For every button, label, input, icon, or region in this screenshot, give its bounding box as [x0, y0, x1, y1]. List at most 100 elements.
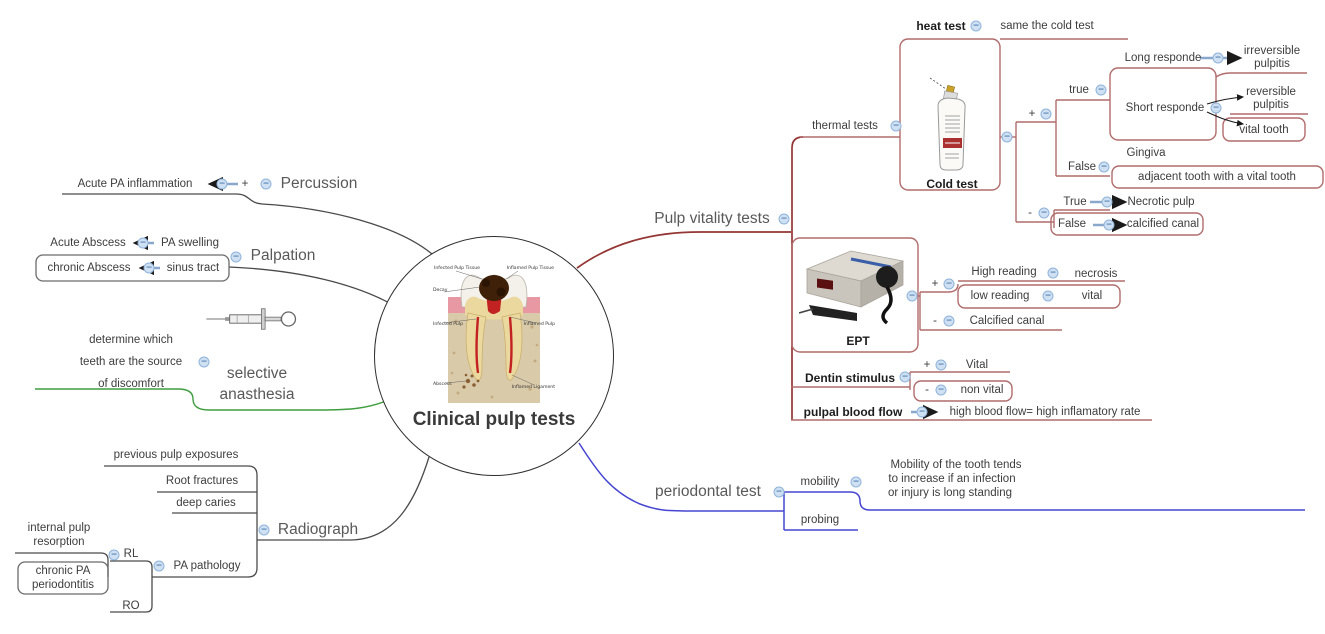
- node-vital[interactable]: vital: [1081, 290, 1103, 302]
- node-heat-test[interactable]: heat test: [916, 19, 966, 33]
- node-dentin-plus[interactable]: +: [923, 359, 931, 371]
- node-cold-plus[interactable]: +: [1028, 108, 1036, 120]
- node-mobility[interactable]: mobility: [800, 476, 840, 488]
- node-neg-true[interactable]: True: [1063, 196, 1087, 208]
- collapse-minus-icon[interactable]: −: [899, 371, 911, 383]
- node-long-responde[interactable]: Long responde: [1124, 52, 1202, 64]
- collapse-minus-icon[interactable]: −: [970, 20, 982, 32]
- collapse-minus-icon[interactable]: −: [230, 251, 242, 263]
- topic-percussion[interactable]: Percussion: [280, 175, 358, 192]
- collapse-minus-icon[interactable]: −: [260, 178, 272, 190]
- node-ept-plus[interactable]: +: [931, 278, 939, 290]
- node-pa-pathology[interactable]: PA pathology: [173, 560, 241, 572]
- topic-selective-anasthesia-line1[interactable]: selective: [226, 365, 288, 382]
- node-low-reading[interactable]: low reading: [970, 290, 1030, 302]
- node-internal-pulp-resorption-line1[interactable]: internal pulp: [27, 522, 91, 534]
- collapse-minus-icon[interactable]: −: [143, 262, 155, 274]
- collapse-minus-icon[interactable]: −: [935, 359, 947, 371]
- topic-pulp-vitality-tests[interactable]: Pulp vitality tests: [654, 210, 770, 227]
- node-adjacent-tooth[interactable]: adjacent tooth with a vital tooth: [1138, 171, 1296, 183]
- collapse-minus-icon[interactable]: −: [773, 486, 785, 498]
- node-neg-false[interactable]: False: [1057, 218, 1087, 230]
- collapse-minus-icon[interactable]: −: [935, 384, 947, 396]
- node-anasthesia-note-line1[interactable]: determine which: [89, 334, 173, 346]
- node-irreversible-pulpitis-line2[interactable]: pulpitis: [1254, 58, 1290, 70]
- collapse-minus-icon[interactable]: −: [943, 315, 955, 327]
- node-cold-false[interactable]: False: [1067, 161, 1097, 173]
- node-dentin-vital[interactable]: Vital: [965, 359, 989, 371]
- node-calcified-canal[interactable]: calcified canal: [1126, 218, 1200, 230]
- topic-periodontal-test[interactable]: periodontal test: [655, 483, 761, 500]
- low-reading-node-box[interactable]: [957, 284, 1121, 309]
- node-necrotic-pulp[interactable]: Necrotic pulp: [1127, 196, 1195, 208]
- node-high-reading[interactable]: High reading: [971, 266, 1037, 278]
- node-deep-caries[interactable]: deep caries: [176, 497, 236, 509]
- adjacent-tooth-node-box[interactable]: [1111, 165, 1324, 189]
- nonvital-node-box[interactable]: [913, 380, 1013, 402]
- collapse-minus-icon[interactable]: −: [198, 356, 210, 368]
- collapse-minus-icon[interactable]: −: [153, 560, 165, 572]
- cold-test-node-box[interactable]: [899, 38, 1001, 191]
- collapse-minus-icon[interactable]: −: [1042, 290, 1054, 302]
- collapse-minus-icon[interactable]: −: [890, 120, 902, 132]
- node-chronic-pa-periodontitis-line2[interactable]: periodontitis: [31, 579, 95, 591]
- node-root-fractures[interactable]: Root fractures: [165, 475, 239, 487]
- node-short-responde[interactable]: Short responde: [1125, 102, 1205, 114]
- node-internal-pulp-resorption-line2[interactable]: resorption: [33, 536, 85, 548]
- collapse-minus-icon[interactable]: −: [1103, 219, 1115, 231]
- vital-tooth-node-box[interactable]: [1222, 117, 1306, 142]
- node-pa-swelling[interactable]: PA swelling: [161, 237, 219, 249]
- collapse-minus-icon[interactable]: −: [1047, 267, 1059, 279]
- false-calcified-node-box[interactable]: [1050, 212, 1204, 236]
- collapse-minus-icon[interactable]: −: [850, 476, 862, 488]
- collapse-minus-icon[interactable]: −: [1210, 102, 1222, 114]
- node-cold-true[interactable]: true: [1069, 84, 1089, 96]
- node-reversible-pulpitis-line1[interactable]: reversible: [1246, 86, 1296, 98]
- node-mobility-note-line2[interactable]: to increase if an infection: [888, 473, 1016, 485]
- collapse-minus-icon[interactable]: −: [1101, 196, 1113, 208]
- node-anasthesia-note-line3[interactable]: of discomfort: [98, 378, 164, 390]
- node-rl[interactable]: RL: [123, 548, 139, 560]
- node-dentin-minus[interactable]: -: [925, 384, 929, 396]
- node-thermal-tests[interactable]: thermal tests: [812, 120, 878, 132]
- node-necrosis[interactable]: necrosis: [1074, 268, 1118, 280]
- node-heat-test-note[interactable]: same the cold test: [1000, 20, 1094, 32]
- node-mobility-note-line1[interactable]: Mobility of the tooth tends: [890, 459, 1022, 471]
- node-non-vital[interactable]: non vital: [960, 384, 1004, 396]
- ept-node-box[interactable]: [791, 237, 919, 353]
- node-ept[interactable]: EPT: [846, 334, 870, 348]
- node-blood-flow-note[interactable]: high blood flow= high inflamatory rate: [949, 406, 1141, 418]
- node-pulpal-blood-flow[interactable]: pulpal blood flow: [803, 405, 903, 419]
- collapse-minus-icon[interactable]: −: [1212, 52, 1224, 64]
- collapse-minus-icon[interactable]: −: [108, 549, 120, 561]
- node-chronic-pa-periodontitis-line1[interactable]: chronic PA: [35, 565, 91, 577]
- node-dentin-stimulus[interactable]: Dentin stimulus: [804, 371, 896, 385]
- collapse-minus-icon[interactable]: −: [1038, 207, 1050, 219]
- node-irreversible-pulpitis-line1[interactable]: irreversible: [1243, 45, 1301, 57]
- collapse-minus-icon[interactable]: −: [216, 178, 228, 190]
- node-cold-minus[interactable]: -: [1028, 207, 1032, 219]
- topic-palpation[interactable]: Palpation: [250, 247, 316, 264]
- central-topic-node[interactable]: Clinical pulp tests: [374, 236, 614, 476]
- topic-radiograph[interactable]: Radiograph: [277, 521, 359, 538]
- node-ept-minus[interactable]: -: [933, 315, 937, 327]
- collapse-minus-icon[interactable]: −: [778, 213, 790, 225]
- collapse-minus-icon[interactable]: −: [1001, 131, 1013, 143]
- node-sinus-tract[interactable]: sinus tract: [166, 262, 220, 274]
- node-chronic-abscess[interactable]: chronic Abscess: [47, 262, 131, 274]
- node-acute-pa-inflammation[interactable]: Acute PA inflammation: [77, 178, 193, 190]
- node-vital-tooth[interactable]: vital tooth: [1239, 124, 1289, 136]
- collapse-minus-icon[interactable]: −: [943, 278, 955, 290]
- node-ro[interactable]: RO: [122, 600, 140, 612]
- collapse-minus-icon[interactable]: −: [137, 237, 149, 249]
- collapse-minus-icon[interactable]: −: [916, 406, 928, 418]
- node-percussion-plus[interactable]: +: [241, 178, 249, 190]
- node-previous-pulp-exposures[interactable]: previous pulp exposures: [113, 449, 239, 461]
- node-ept-calcified-canal[interactable]: Calcified canal: [969, 315, 1045, 327]
- node-reversible-pulpitis-line2[interactable]: pulpitis: [1253, 99, 1289, 111]
- node-gingiva[interactable]: Gingiva: [1126, 147, 1166, 159]
- collapse-minus-icon[interactable]: −: [1040, 108, 1052, 120]
- collapse-minus-icon[interactable]: −: [258, 524, 270, 536]
- collapse-minus-icon[interactable]: −: [906, 290, 918, 302]
- node-anasthesia-note-line2[interactable]: teeth are the source: [79, 356, 183, 368]
